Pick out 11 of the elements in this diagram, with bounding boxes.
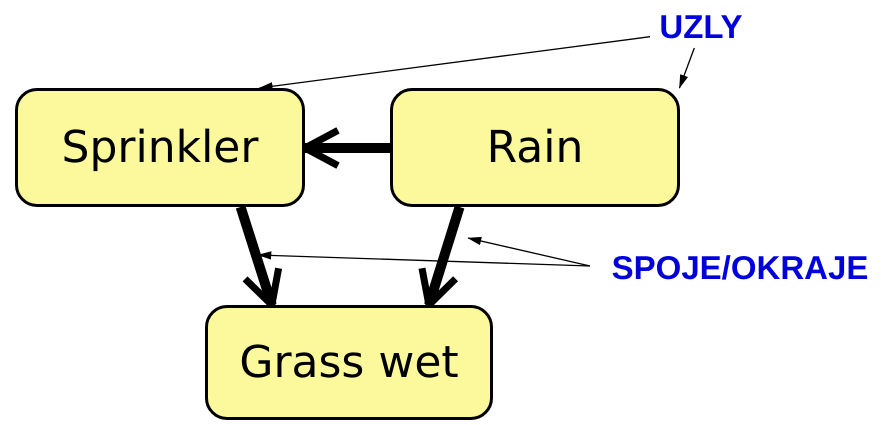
leader-line bbox=[678, 48, 695, 89]
node-box bbox=[15, 88, 305, 207]
node-label: Rain bbox=[486, 122, 584, 173]
node-box bbox=[390, 88, 680, 207]
node-label: Grass wet bbox=[239, 337, 459, 388]
callout-label: UZLY bbox=[659, 8, 743, 46]
callout-label: SPOJE/OKRAJE bbox=[612, 249, 868, 287]
node-label: Sprinkler bbox=[62, 122, 258, 173]
leader-line bbox=[258, 36, 650, 90]
leader-line bbox=[467, 236, 590, 267]
node-box bbox=[205, 305, 493, 420]
